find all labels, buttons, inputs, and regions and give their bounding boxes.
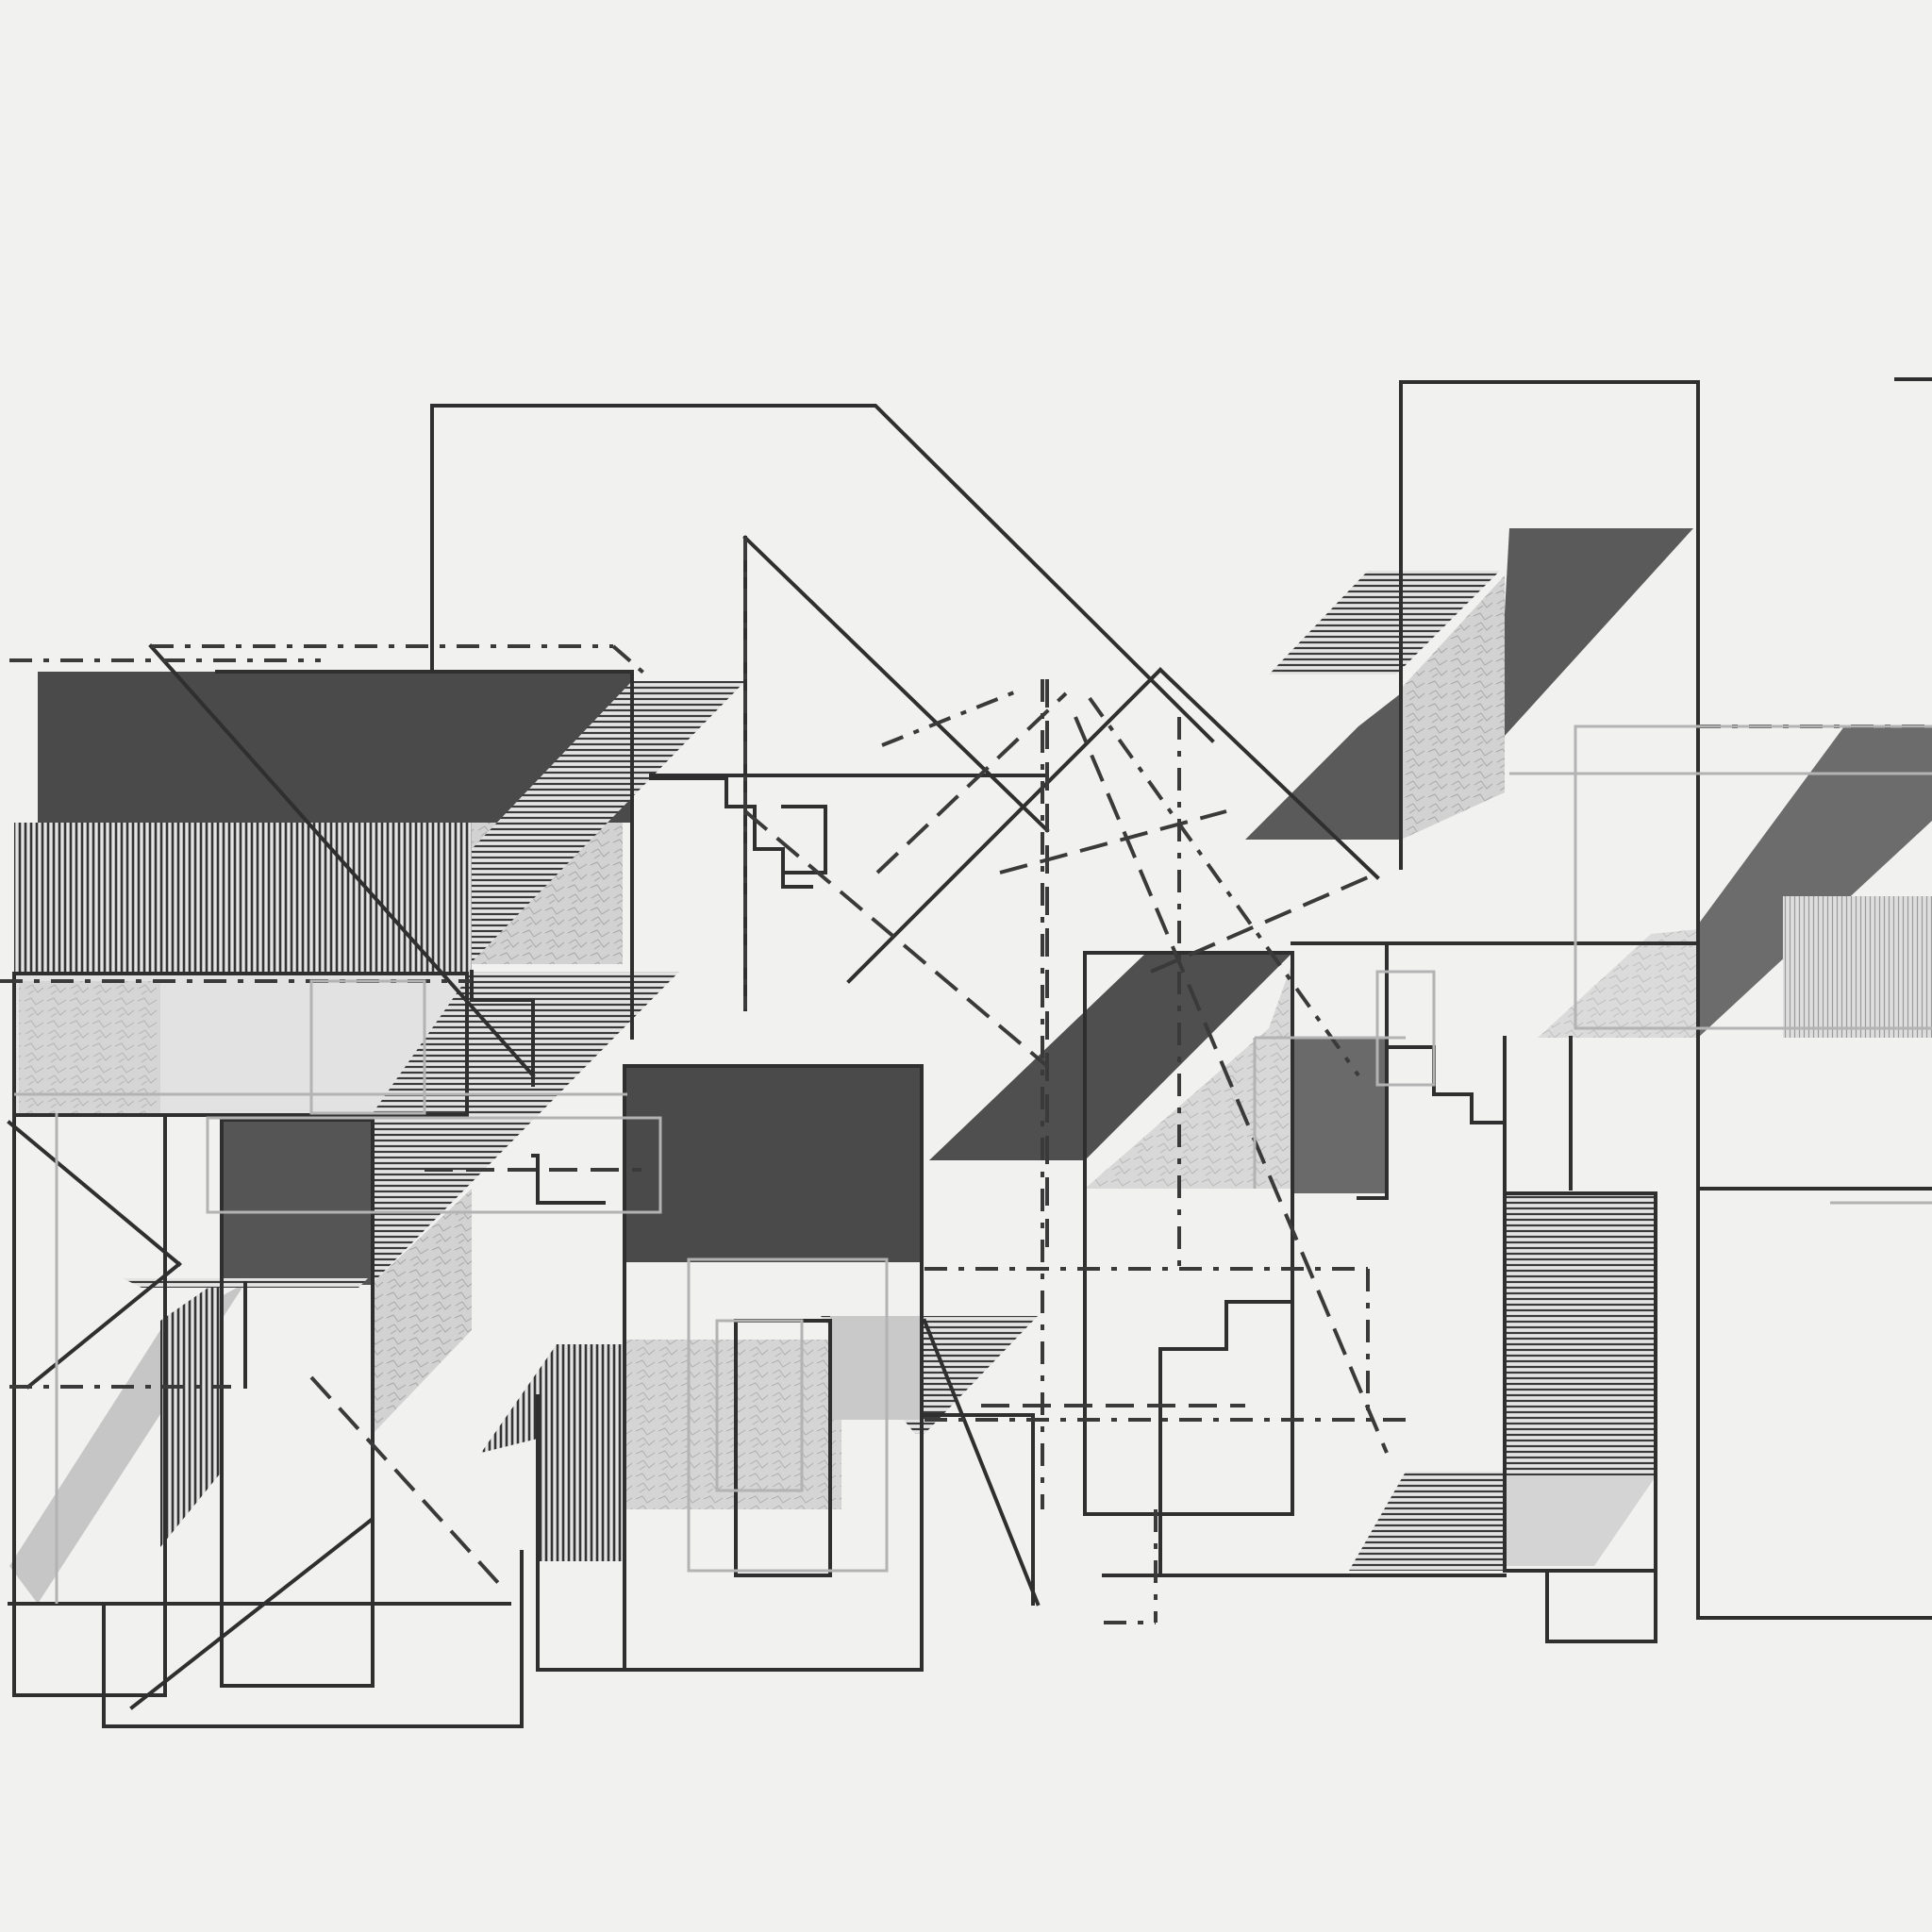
filled-shapes [9,528,1932,1604]
dashed-lines-long [309,679,1389,1587]
faint-lines [14,724,1932,1604]
